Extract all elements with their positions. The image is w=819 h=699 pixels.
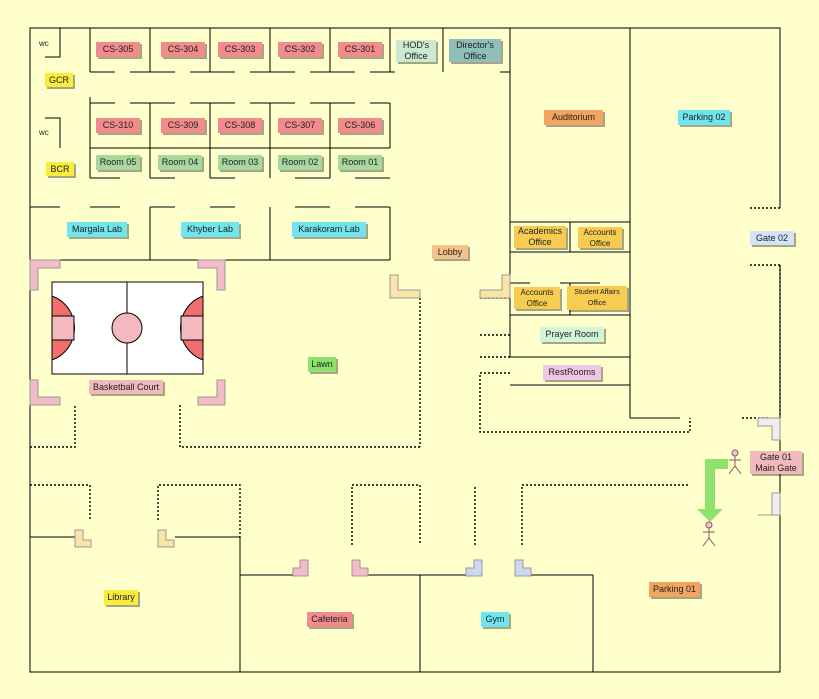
hod-office-line2: Office (404, 51, 428, 61)
room-cs305: CS-305 (96, 42, 140, 57)
basketball-court-label: Basketball Court (89, 380, 163, 394)
accounts1-line1: Accounts (583, 227, 617, 237)
gcr-label: GCR (45, 73, 73, 87)
wc-top-label: wc (39, 39, 49, 48)
room-cs301: CS-301 (338, 42, 382, 57)
lawn: Lawn (308, 357, 336, 372)
room-cs306: CS-306 (338, 118, 382, 133)
gate01-line1: Gate 01 (759, 451, 793, 462)
room-01: Room 01 (338, 155, 382, 170)
room-05: Room 05 (96, 155, 140, 170)
parking-01: Parking 01 (649, 582, 700, 597)
bcr-label: BCR (46, 162, 74, 176)
student-affairs-office: Student Affairs Office (567, 286, 627, 310)
accounts2-line1: Accounts (520, 288, 554, 297)
auditorium: Auditorium (544, 110, 603, 125)
room-02: Room 02 (278, 155, 322, 170)
room-cs307: CS-307 (278, 118, 322, 133)
gym: Gym (481, 612, 509, 627)
gate01-line2: Main Gate (755, 462, 797, 473)
basketball-court-drawing (51, 281, 204, 375)
accounts1-line2: Office (589, 238, 611, 248)
room-03: Room 03 (218, 155, 262, 170)
library: Library (104, 590, 138, 605)
director-office-line1: Director's (456, 39, 494, 50)
person-icon-parking (702, 521, 716, 547)
khyber-lab: Khyber Lab (181, 222, 239, 237)
prayer-room: Prayer Room (540, 327, 604, 342)
student-affairs-line1: Student Affairs (574, 289, 620, 296)
academics-line2: Office (528, 237, 552, 247)
margala-lab: Margala Lab (67, 222, 127, 237)
direction-arrow (697, 459, 728, 522)
restrooms: RestRooms (543, 365, 601, 380)
parking-02: Parking 02 (678, 110, 730, 125)
academics-office: Academics Office (514, 226, 566, 248)
hod-office: HOD's Office (396, 40, 436, 62)
lobby: Lobby (432, 245, 468, 259)
karakoram-lab: Karakoram Lab (292, 222, 366, 237)
accounts-office-2: Accounts Office (514, 287, 560, 309)
person-icon-gate (728, 449, 742, 475)
cafeteria: Cafeteria (307, 612, 352, 627)
room-cs304: CS-304 (161, 42, 205, 57)
room-cs303: CS-303 (218, 42, 262, 57)
gate-01-main-gate: Gate 01 Main Gate (750, 451, 802, 474)
room-cs308: CS-308 (218, 118, 262, 133)
wc-mid-label: wc (39, 128, 49, 137)
room-cs302: CS-302 (278, 42, 322, 57)
accounts2-line2: Office (526, 299, 548, 308)
academics-line1: Academics (517, 226, 562, 236)
room-cs309: CS-309 (161, 118, 205, 133)
student-affairs-line2: Office (587, 300, 607, 307)
hod-office-line1: HOD's (402, 40, 430, 50)
gate-02: Gate 02 (750, 231, 794, 245)
door-markers (29, 259, 781, 577)
director-office-line2: Office (463, 50, 487, 61)
room-04: Room 04 (158, 155, 202, 170)
accounts-office-1: Accounts Office (578, 227, 622, 248)
room-cs310: CS-310 (96, 118, 140, 133)
director-office: Director's Office (449, 39, 501, 62)
